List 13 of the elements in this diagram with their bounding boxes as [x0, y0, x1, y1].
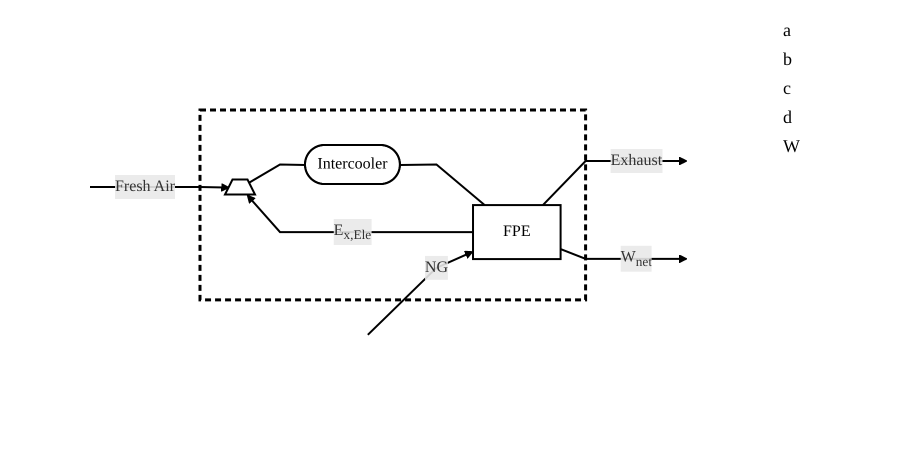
state-point-label: c [783, 78, 792, 99]
edge-label: E$_{x,Ele}$ [334, 222, 372, 242]
process-box: FPE [472, 204, 562, 260]
state-point-label: b [783, 49, 793, 70]
state-point-label: d [783, 107, 793, 128]
edge-label: NG [424, 255, 448, 280]
state-point-label: a [783, 20, 792, 41]
edge-label: Fresh Air [114, 174, 175, 199]
edge-label: Exhaust [610, 152, 662, 169]
state-point-label: W [783, 136, 801, 157]
edge-label: W$_{net}$ [620, 248, 652, 269]
compressor-shape [223, 178, 257, 196]
process-box: Intercooler [304, 144, 401, 185]
